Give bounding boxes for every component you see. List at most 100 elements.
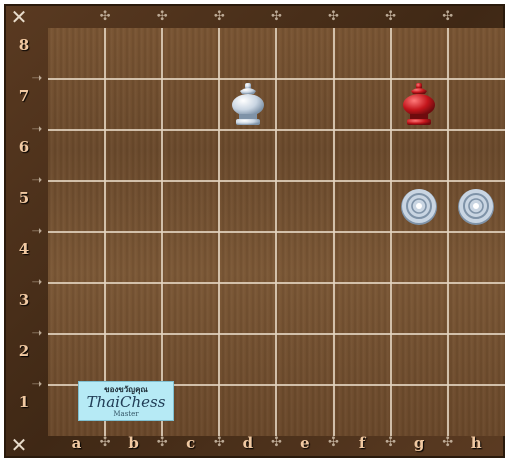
file-label-c: c [181, 434, 201, 452]
board-square-d1[interactable] [219, 385, 276, 436]
border-mark-icon: ✣ [155, 436, 169, 450]
border-mark-icon: ➝ [30, 174, 44, 188]
board-square-b7[interactable] [105, 79, 162, 130]
border-mark-icon: ✣ [327, 10, 341, 24]
board-square-g8[interactable] [391, 28, 448, 79]
board-square-c4[interactable] [162, 232, 219, 283]
rank-label-5: 5 [16, 189, 32, 207]
board-square-f8[interactable] [334, 28, 391, 79]
board-square-c2[interactable] [162, 334, 219, 385]
border-mark-icon: ✣ [441, 10, 455, 24]
board-square-d4[interactable] [219, 232, 276, 283]
border-mark-icon: ➝ [30, 225, 44, 239]
board-square-d5[interactable] [219, 181, 276, 232]
border-mark-icon: ✣ [327, 436, 341, 450]
board-square-f4[interactable] [334, 232, 391, 283]
board-square-f3[interactable] [334, 283, 391, 334]
pawn-icon[interactable] [399, 187, 439, 231]
board-square-e5[interactable] [276, 181, 333, 232]
corner-ornament-icon: ✕ [8, 434, 30, 456]
border-mark-icon: ✣ [269, 436, 283, 450]
border-mark-icon: ✣ [384, 436, 398, 450]
border-mark-icon: ✣ [98, 10, 112, 24]
file-label-a: a [67, 434, 87, 452]
corner-ornament-icon: ✕ [8, 6, 30, 28]
file-label-g: g [409, 434, 429, 452]
board-square-h3[interactable] [448, 283, 505, 334]
rank-label-8: 8 [16, 36, 32, 54]
rank-label-4: 4 [16, 240, 32, 258]
board-square-c7[interactable] [162, 79, 219, 130]
board-square-c3[interactable] [162, 283, 219, 334]
board-square-g3[interactable] [391, 283, 448, 334]
pawn-icon[interactable] [456, 187, 496, 231]
border-mark-icon: ✣ [155, 10, 169, 24]
board-square-c8[interactable] [162, 28, 219, 79]
board-square-h8[interactable] [448, 28, 505, 79]
thaichess-logo: ของขวัญคุณ ThaiChess Master [78, 381, 174, 421]
board-square-a5[interactable] [48, 181, 105, 232]
file-label-f: f [352, 434, 372, 452]
board-square-b4[interactable] [105, 232, 162, 283]
border-mark-icon: ➝ [30, 72, 44, 86]
board-square-h2[interactable] [448, 334, 505, 385]
rank-label-1: 1 [16, 393, 32, 411]
border-mark-icon: ✣ [441, 436, 455, 450]
board-square-a2[interactable] [48, 334, 105, 385]
king-icon[interactable] [226, 81, 270, 131]
border-mark-icon: ➝ [30, 123, 44, 137]
border-mark-icon: ➝ [30, 327, 44, 341]
rank-label-2: 2 [16, 342, 32, 360]
board-square-h4[interactable] [448, 232, 505, 283]
board-square-c5[interactable] [162, 181, 219, 232]
board-square-b2[interactable] [105, 334, 162, 385]
board-square-c6[interactable] [162, 130, 219, 181]
board-square-e1[interactable] [276, 385, 333, 436]
board-square-a4[interactable] [48, 232, 105, 283]
board-square-b5[interactable] [105, 181, 162, 232]
board-square-a8[interactable] [48, 28, 105, 79]
board-square-e2[interactable] [276, 334, 333, 385]
board-square-b6[interactable] [105, 130, 162, 181]
board-square-d8[interactable] [219, 28, 276, 79]
board-square-f6[interactable] [334, 130, 391, 181]
file-label-h: h [466, 434, 486, 452]
logo-subtitle: Master [79, 410, 173, 418]
board-square-h1[interactable] [448, 385, 505, 436]
board-square-a6[interactable] [48, 130, 105, 181]
file-label-e: e [295, 434, 315, 452]
king-icon[interactable] [397, 81, 441, 131]
board-square-e8[interactable] [276, 28, 333, 79]
board-square-g4[interactable] [391, 232, 448, 283]
board-square-a7[interactable] [48, 79, 105, 130]
board-square-g6[interactable] [391, 130, 448, 181]
board-square-d3[interactable] [219, 283, 276, 334]
board-square-a3[interactable] [48, 283, 105, 334]
logo-title: ThaiChess [79, 394, 173, 410]
border-mark-icon: ✣ [269, 10, 283, 24]
border-mark-icon: ✣ [384, 10, 398, 24]
board-square-g2[interactable] [391, 334, 448, 385]
board-square-f7[interactable] [334, 79, 391, 130]
board-square-b8[interactable] [105, 28, 162, 79]
board-square-d6[interactable] [219, 130, 276, 181]
board-square-f2[interactable] [334, 334, 391, 385]
file-label-b: b [124, 434, 144, 452]
board-square-h6[interactable] [448, 130, 505, 181]
board-square-h7[interactable] [448, 79, 505, 130]
board-square-b3[interactable] [105, 283, 162, 334]
board-square-e3[interactable] [276, 283, 333, 334]
board-square-e4[interactable] [276, 232, 333, 283]
board-square-f1[interactable] [334, 385, 391, 436]
border-mark-icon: ✣ [98, 436, 112, 450]
rank-label-7: 7 [16, 87, 32, 105]
board-square-f5[interactable] [334, 181, 391, 232]
border-mark-icon: ➝ [30, 378, 44, 392]
board-square-d2[interactable] [219, 334, 276, 385]
file-label-d: d [238, 434, 258, 452]
border-mark-icon: ➝ [30, 276, 44, 290]
border-mark-icon: ✣ [212, 10, 226, 24]
board-square-e6[interactable] [276, 130, 333, 181]
board-square-g1[interactable] [391, 385, 448, 436]
board-square-e7[interactable] [276, 79, 333, 130]
